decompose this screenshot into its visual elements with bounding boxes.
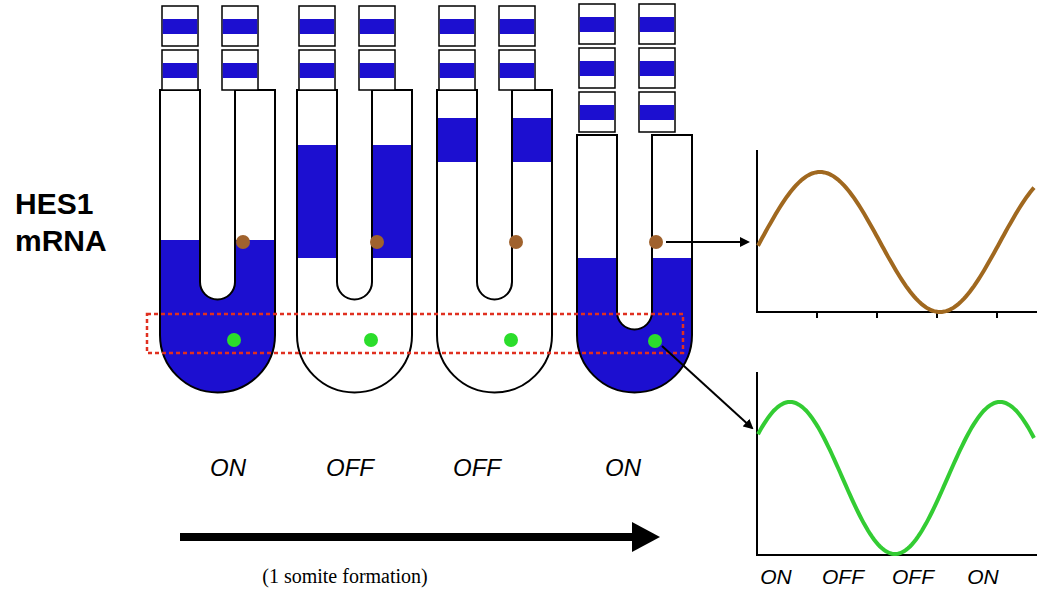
green-dot xyxy=(364,333,378,347)
axis-label: OFF xyxy=(822,565,864,589)
axis-label: ON xyxy=(760,565,792,589)
pointer-arrow xyxy=(666,241,748,243)
expression-wave xyxy=(758,402,1034,554)
pointer-arrow xyxy=(662,346,752,428)
state-label: ON xyxy=(210,454,246,482)
arrow-caption: (1 somite formation) xyxy=(262,565,428,588)
psm-tube xyxy=(432,90,562,392)
brown-dot xyxy=(649,235,663,249)
time-arrow xyxy=(180,533,640,541)
psm-tube xyxy=(292,90,422,392)
green-dot xyxy=(648,334,662,348)
time-arrow-head xyxy=(632,522,660,552)
dashed-region xyxy=(147,314,683,353)
brown-dot xyxy=(370,235,384,249)
axis-label: ON xyxy=(967,565,999,589)
axis-label: OFF xyxy=(892,565,934,589)
green-dot xyxy=(227,333,241,347)
brown-dot xyxy=(236,235,250,249)
psm-tube xyxy=(572,135,702,418)
green-dot xyxy=(504,333,518,347)
expression-wave xyxy=(758,172,1034,312)
state-label: ON xyxy=(605,454,641,482)
state-label: OFF xyxy=(326,454,374,482)
graph-axes xyxy=(756,150,1037,556)
psm-tube xyxy=(155,90,285,410)
state-label: OFF xyxy=(453,454,501,482)
row-label: HES1 mRNA xyxy=(15,185,125,260)
brown-dot xyxy=(509,235,523,249)
